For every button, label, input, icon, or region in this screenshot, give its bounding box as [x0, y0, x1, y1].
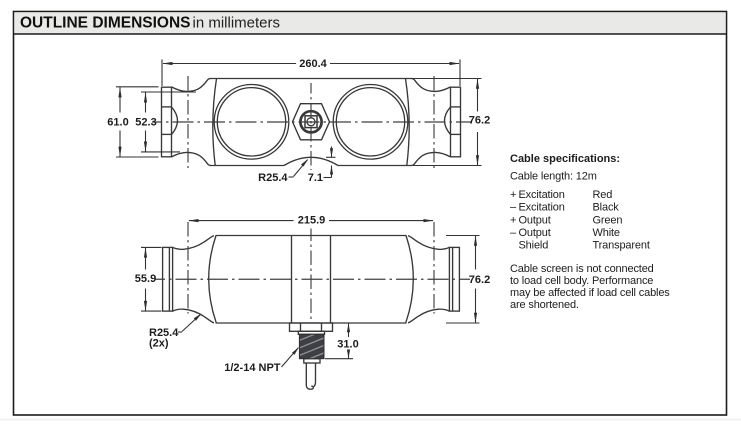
svg-text:61.0: 61.0	[107, 116, 128, 128]
svg-text:are shortened.: are shortened.	[510, 299, 579, 311]
svg-text:(2x): (2x)	[149, 338, 169, 350]
svg-text:may be affected if load cell c: may be affected if load cell cables	[510, 287, 670, 299]
svg-text:to load cell body. Performance: to load cell body. Performance	[510, 275, 653, 287]
svg-text:1/2-14 NPT: 1/2-14 NPT	[224, 362, 281, 374]
svg-text:Shield: Shield	[519, 239, 549, 251]
svg-text:Excitation: Excitation	[519, 202, 565, 214]
svg-text:Cable length: 12m: Cable length: 12m	[510, 171, 597, 183]
svg-text:Transparent: Transparent	[593, 239, 650, 251]
svg-text:in millimeters: in millimeters	[193, 14, 281, 31]
svg-text:OUTLINE DIMENSIONS: OUTLINE DIMENSIONS	[20, 14, 191, 31]
svg-text:260.4: 260.4	[299, 58, 327, 70]
svg-text:R25.4: R25.4	[258, 172, 288, 184]
svg-text:–: –	[510, 227, 517, 239]
svg-text:215.9: 215.9	[298, 214, 326, 226]
svg-text:Red: Red	[593, 189, 613, 201]
svg-text:76.2: 76.2	[469, 115, 490, 127]
svg-text:+: +	[510, 189, 516, 201]
svg-text:Excitation: Excitation	[519, 189, 565, 201]
svg-text:31.0: 31.0	[337, 339, 358, 351]
svg-text:7.1: 7.1	[308, 172, 323, 184]
svg-text:Green: Green	[593, 214, 623, 226]
svg-text:+: +	[510, 214, 516, 226]
svg-text:Cable specifications:: Cable specifications:	[510, 153, 620, 165]
svg-text:R25.4: R25.4	[149, 327, 179, 339]
svg-text:Output: Output	[519, 214, 551, 226]
svg-text:–: –	[510, 202, 517, 214]
svg-text:Cable screen is not connected: Cable screen is not connected	[510, 263, 654, 275]
svg-text:White: White	[593, 227, 620, 239]
svg-text:55.9: 55.9	[135, 273, 156, 285]
svg-text:52.3: 52.3	[135, 116, 156, 128]
svg-text:76.2: 76.2	[469, 274, 490, 286]
svg-text:Output: Output	[519, 227, 551, 239]
svg-text:Black: Black	[593, 202, 620, 214]
